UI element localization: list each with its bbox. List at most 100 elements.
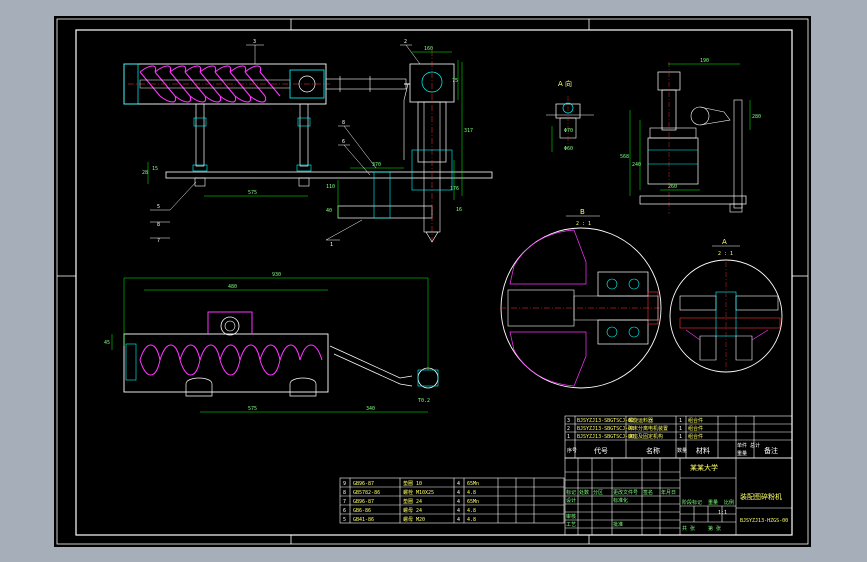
parts-bottom-row-qty: 4 (457, 490, 460, 496)
side-dim-2: 280 (752, 114, 761, 120)
dim-h1: 28 (142, 170, 148, 176)
drawing-title: 装配图碎粉机 (740, 492, 782, 501)
parts-top-row-code: BJSYZJ13-SBGTSCJ-03 (577, 426, 634, 432)
balloon-5: 5 (157, 204, 160, 210)
parts-header-weight: 重量 (737, 450, 747, 457)
dim-h4: 40 (326, 208, 332, 214)
balloon-6: 6 (342, 139, 345, 145)
parts-bottom-row-code: GB41-86 (353, 517, 374, 523)
parts-top-row-qty: 1 (679, 426, 682, 432)
plan-dim-6: T0.2 (418, 398, 430, 404)
plan-dim-1: 930 (272, 272, 281, 278)
plan-dim-3: 575 (248, 406, 257, 412)
balloon-8b: 8 (157, 222, 160, 228)
parts-bottom-row-qty: 4 (457, 508, 460, 514)
role-stage-mark: 阶段标记 (682, 499, 702, 506)
parts-top-row-name: 螺旋运料器 (628, 417, 653, 424)
leg-left (195, 103, 205, 167)
parts-header-qty: 数量 (677, 447, 687, 454)
role-design: 设计 (566, 497, 576, 504)
parts-bottom-row-qty: 4 (457, 499, 460, 505)
plan-dim-4: 340 (366, 406, 375, 412)
dim-h3: 110 (326, 184, 335, 190)
a-dim-2: Φ60 (564, 146, 573, 152)
zone-ticks (57, 19, 808, 544)
dim-base-len: 575 (248, 190, 257, 196)
dim-motor-h: 75 (452, 78, 458, 84)
parts-top-row-no: 3 (567, 418, 570, 424)
dim-rail-len: 370 (372, 162, 381, 168)
dim-top-width: 160 (424, 46, 433, 52)
parts-header-material: 材料 (696, 446, 710, 455)
balloon-1: 1 (330, 242, 333, 248)
parts-bottom-row-material: 65Mn (467, 481, 479, 487)
drawing-number: BJSYZJ13-HZGS-00 (740, 518, 788, 524)
role-weight: 重量 (708, 499, 718, 506)
parts-bottom-row-material: 4.8 (467, 517, 476, 523)
front-view: 3 2 6 8 5 8 7 1 160 75 317 575 370 28 15… (123, 39, 493, 248)
parts-top-row-code: BJSYZJ13-SBGTSCJ-00 (577, 434, 634, 440)
inner-frame (75, 29, 793, 536)
side-dim-4: 568 (620, 154, 629, 160)
parts-bottom-row-code: GB96-87 (353, 499, 374, 505)
parts-top-row-qty: 1 (679, 434, 682, 440)
leg-right (299, 103, 309, 167)
dim-shaft-h: 317 (464, 128, 473, 134)
parts-bottom-row-name: 垫圈 24 (403, 498, 422, 505)
title-block: 某某大学 装配图碎粉机 BJSYZJ13-HZGS-00 1:1 标记 处数 分… (564, 457, 793, 536)
plan-dim-2: 480 (228, 284, 237, 290)
dim-h2: 15 (152, 166, 158, 172)
drawing-scale: 1:1 (718, 510, 727, 516)
side-dim-1: 190 (700, 58, 709, 64)
direction-label: A 向 (558, 79, 572, 88)
parts-bottom-row-no: 6 (343, 508, 346, 514)
parts-header-name: 名称 (646, 446, 660, 455)
dim-side-gap: 16 (456, 207, 462, 213)
parts-list-bottom: 9 GB96-87 垫圈 10 4 65Mn 8 GB5782-86 螺栓 M1… (339, 477, 565, 524)
parts-header-remark: 备注 (764, 446, 778, 455)
revision-col-mark: 标记 (566, 489, 576, 496)
side-dim-5: 260 (668, 184, 677, 190)
balloon-7: 7 (157, 238, 160, 244)
detail-view-a: A 2 : 1 (669, 238, 783, 373)
parts-bottom-row-name: 螺母 M20 (403, 516, 425, 523)
parts-bottom-row-no: 7 (343, 499, 346, 505)
parts-bottom-row-no: 9 (343, 481, 346, 487)
parts-bottom-row-qty: 4 (457, 517, 460, 523)
drawing-sheet (54, 16, 811, 547)
company-name: 某某大学 (690, 463, 718, 472)
role-standard: 标准化 (613, 497, 628, 504)
detail-b-label: B (580, 208, 585, 216)
sheet-total: 共 张 (682, 525, 695, 532)
parts-bottom-row-name: 螺栓 M10X25 (403, 489, 434, 496)
approval-review: 审核 (566, 513, 576, 520)
parts-bottom-row-code: GB6-86 (353, 508, 371, 514)
balloon-2: 2 (404, 39, 407, 45)
revision-col-doc: 更改文件号 (613, 489, 638, 496)
front-dim-lines (147, 51, 463, 218)
parts-top-row-material: 组合件 (688, 433, 703, 440)
parts-top-row-no: 2 (567, 426, 570, 432)
sheet-number: 第 张 (708, 525, 721, 532)
a-direction-view: A 向 Φ70 Φ60 (546, 79, 594, 152)
parts-bottom-row-code: GB96-87 (353, 481, 374, 487)
parts-bottom-row-material: 65Mn (467, 499, 479, 505)
outer-frame (56, 18, 809, 545)
parts-bottom-row-material: 4.8 (467, 508, 476, 514)
parts-bottom-row-no: 5 (343, 517, 346, 523)
approval-process: 工艺 (566, 522, 576, 528)
motor-assembly (403, 50, 455, 243)
role-scale: 比例 (724, 499, 734, 506)
parts-top-row-qty: 1 (679, 418, 682, 424)
balloon-3: 3 (253, 39, 256, 45)
balloon-8a: 8 (342, 120, 345, 126)
revision-col-zone: 分区 (593, 489, 603, 496)
parts-header-unit-weight: 单件 总计 (737, 442, 760, 449)
revision-col-sign: 签名 (643, 489, 653, 496)
parts-bottom-row-code: GB5782-86 (353, 490, 380, 496)
detail-a-scale: 2 : 1 (718, 251, 733, 257)
plan-view: 930 480 575 340 45 T0.2 (104, 272, 439, 413)
parts-top-row-material: 组合件 (688, 417, 703, 424)
